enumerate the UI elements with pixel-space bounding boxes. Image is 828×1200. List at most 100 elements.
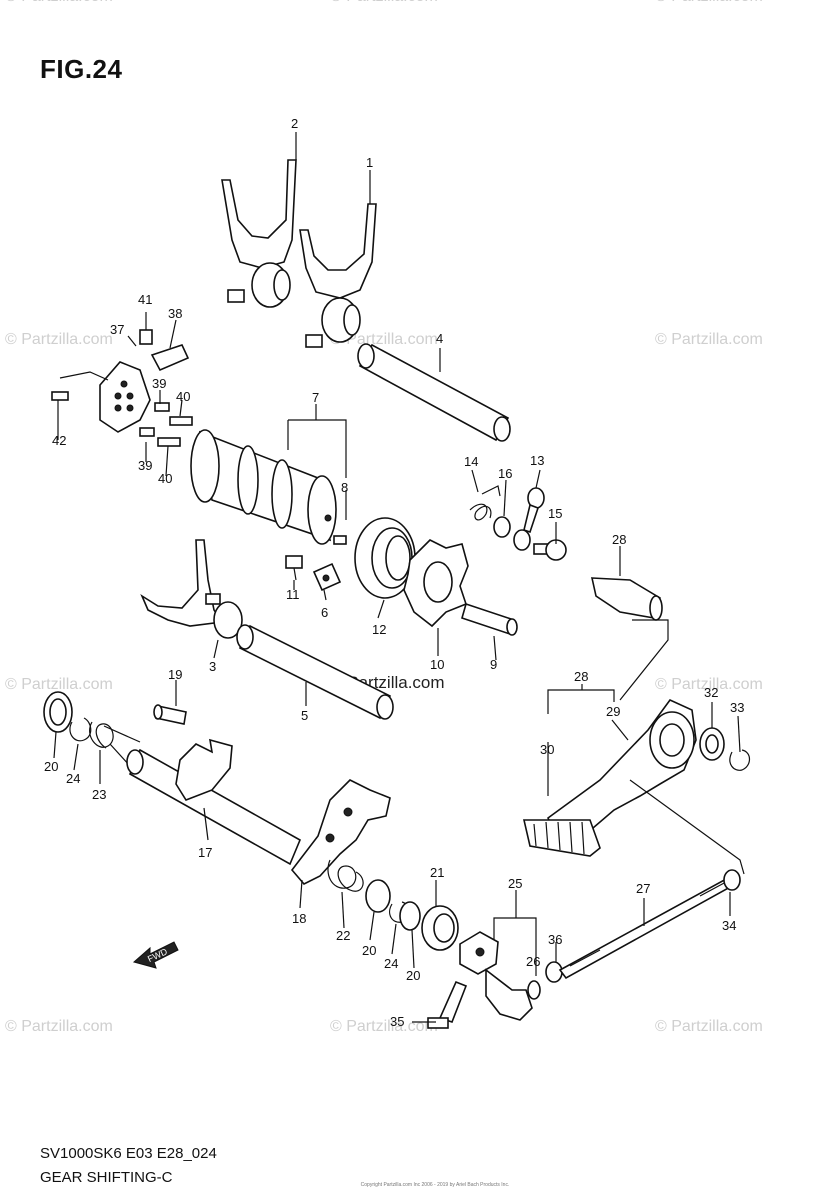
callout-30[interactable]: 30 — [540, 742, 554, 757]
callout-39-top[interactable]: 39 — [152, 376, 166, 391]
callout-16[interactable]: 16 — [498, 466, 512, 481]
callout-labels: 2 1 4 7 8 13 14 16 15 28 11 6 12 10 9 3 … — [44, 116, 744, 1029]
watermark-bottom-right: © Partzilla.com — [655, 1018, 763, 1035]
callout-28[interactable]: 28 — [574, 669, 588, 684]
part-gearshift-shaft-17[interactable] — [126, 738, 302, 866]
callout-14[interactable]: 14 — [464, 454, 478, 469]
part-nut-26[interactable] — [527, 980, 541, 1000]
callout-25[interactable]: 25 — [508, 876, 522, 891]
callout-27[interactable]: 27 — [636, 881, 650, 896]
callout-36[interactable]: 36 — [548, 932, 562, 947]
watermark-top-center: © Partzilla.com — [330, 0, 438, 6]
callout-7[interactable]: 7 — [312, 390, 319, 405]
callout-20-right[interactable]: 20 — [406, 968, 420, 983]
part-nut-34[interactable] — [723, 869, 741, 891]
watermark-top-left: © Partzilla.com — [5, 0, 113, 6]
part-bolt-35[interactable] — [427, 980, 468, 1029]
part-circlip-24-left[interactable] — [69, 717, 92, 742]
callout-20-left[interactable]: 20 — [44, 759, 58, 774]
part-shift-drum-7[interactable] — [190, 429, 347, 545]
watermark-low-left: © Partzilla.com — [5, 676, 113, 693]
watermark-mid-center: © Partzilla.com — [330, 331, 438, 348]
part-washer-20-left[interactable] — [43, 691, 73, 733]
callout-42[interactable]: 42 — [52, 433, 66, 448]
part-seal-21[interactable] — [421, 905, 459, 951]
callout-23[interactable]: 23 — [92, 787, 106, 802]
callout-38[interactable]: 38 — [168, 306, 182, 321]
part-shift-fork-1[interactable] — [299, 203, 377, 348]
callout-15[interactable]: 15 — [548, 506, 562, 521]
callout-17[interactable]: 17 — [198, 845, 212, 860]
callout-12[interactable]: 12 — [372, 622, 386, 637]
callout-37[interactable]: 37 — [110, 322, 124, 337]
part-cam-plate-10[interactable] — [403, 539, 469, 628]
callout-24-left[interactable]: 24 — [66, 771, 80, 786]
diagram-title: FIG.24 — [40, 54, 123, 84]
part-pin-19[interactable] — [153, 704, 187, 725]
callout-32[interactable]: 32 — [704, 685, 718, 700]
footer-diagram-name: GEAR SHIFTING-C — [40, 1169, 173, 1186]
part-rod-end-25[interactable] — [459, 931, 533, 1021]
part-cover-plate[interactable] — [51, 329, 193, 447]
watermark-low-right: © Partzilla.com — [655, 676, 763, 693]
part-pin-9[interactable] — [461, 602, 518, 636]
part-washer-20-mid[interactable] — [365, 879, 391, 913]
leader-lines — [53, 132, 745, 1023]
part-shaft-4[interactable] — [357, 343, 511, 442]
part-bolt-15[interactable] — [533, 539, 567, 561]
callout-9[interactable]: 9 — [490, 657, 497, 672]
callout-26[interactable]: 26 — [526, 954, 540, 969]
watermark-bottom-center: © Partzilla.com — [330, 1018, 438, 1035]
callout-34[interactable]: 34 — [722, 918, 736, 933]
part-shaft-31[interactable] — [590, 577, 663, 621]
part-bolt-11[interactable] — [285, 555, 303, 581]
callout-35[interactable]: 35 — [390, 1014, 404, 1029]
part-shift-fork-2[interactable] — [221, 159, 297, 308]
callout-13[interactable]: 13 — [530, 453, 544, 468]
callout-24-mid[interactable]: 24 — [384, 956, 398, 971]
part-plate-6[interactable] — [312, 562, 342, 592]
footer-copyright: Copyright Partzilla.com Inc 2006 - 2019 … — [360, 1182, 510, 1188]
part-nut-36[interactable] — [545, 961, 563, 983]
callout-22[interactable]: 22 — [336, 928, 350, 943]
part-shift-arm-18[interactable] — [290, 779, 391, 885]
watermark-top-right: © Partzilla.com — [655, 0, 763, 6]
callout-4[interactable]: 4 — [436, 331, 443, 346]
watermark-mid-left: © Partzilla.com — [5, 331, 113, 348]
callout-21[interactable]: 21 — [430, 865, 444, 880]
callout-39-bottom[interactable]: 39 — [138, 458, 152, 473]
callout-40-bottom[interactable]: 40 — [158, 471, 172, 486]
footer-model-code: SV1000SK6 E03 E28_024 — [40, 1145, 217, 1162]
callout-33[interactable]: 33 — [730, 700, 744, 715]
callout-29[interactable]: 29 — [606, 704, 620, 719]
part-washer-16[interactable] — [493, 516, 511, 538]
callout-2[interactable]: 2 — [291, 116, 298, 131]
part-shaft-5[interactable] — [236, 624, 394, 720]
part-circlip-33[interactable] — [729, 749, 751, 771]
callout-3[interactable]: 3 — [209, 659, 216, 674]
callout-5[interactable]: 5 — [301, 708, 308, 723]
callout-18[interactable]: 18 — [292, 911, 306, 926]
part-lever-rubber-30[interactable] — [522, 819, 601, 857]
callout-19[interactable]: 19 — [168, 667, 182, 682]
callout-6[interactable]: 6 — [321, 605, 328, 620]
callout-41[interactable]: 41 — [138, 292, 152, 307]
part-stopper-arm-13[interactable] — [513, 487, 545, 551]
callout-8[interactable]: 8 — [341, 480, 348, 495]
part-shift-fork-3[interactable] — [140, 539, 243, 639]
watermark-mid-right: © Partzilla.com — [655, 331, 763, 348]
direction-arrow-icon: FWD — [132, 941, 179, 969]
callout-10[interactable]: 10 — [430, 657, 444, 672]
part-washer-32[interactable] — [699, 727, 725, 761]
part-spring-22[interactable] — [327, 859, 364, 892]
callout-1[interactable]: 1 — [366, 155, 373, 170]
callout-31[interactable]: 28 — [612, 532, 626, 547]
callout-40-top[interactable]: 40 — [176, 389, 190, 404]
callout-11[interactable]: 11 — [286, 587, 300, 602]
part-washer-20-right[interactable] — [399, 901, 421, 931]
watermark-bottom-left: © Partzilla.com — [5, 1018, 113, 1035]
part-bearing-12[interactable] — [354, 517, 416, 599]
callout-20-mid[interactable]: 20 — [362, 943, 376, 958]
part-spring-14[interactable] — [469, 485, 501, 521]
